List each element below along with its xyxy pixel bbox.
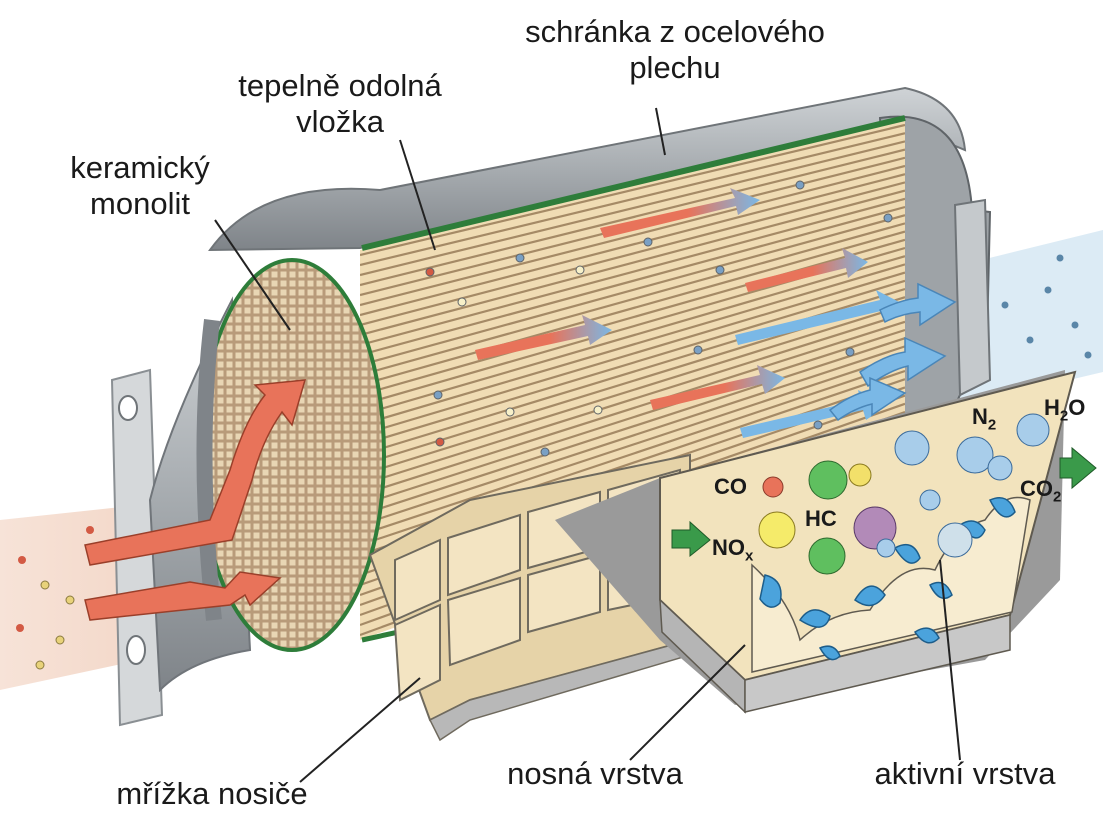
heat-insert-label-line2: vložka <box>205 104 475 140</box>
steel-case-label-line2: plechu <box>485 50 865 86</box>
outlet-flange <box>955 200 990 395</box>
h2o-label: H2O <box>1044 395 1085 424</box>
co2-label: CO2 <box>1020 476 1061 505</box>
outflow-arrow-icon <box>1060 448 1096 488</box>
carrier-layer-label: nosná vrstva <box>475 756 715 792</box>
heat-insert-label-line1: tepelně odolná <box>205 68 475 104</box>
co-label: CO <box>714 474 747 500</box>
steel-case-label: schránka z ocelového plechu <box>485 14 865 86</box>
active-layer-label: aktivní vrstva <box>835 756 1095 792</box>
ceramic-monolith-label-line2: monolit <box>40 186 240 222</box>
ceramic-monolith-label: keramický monolit <box>40 150 240 222</box>
ceramic-monolith-label-line1: keramický <box>40 150 240 186</box>
carrier-grid-label: mřížka nosiče <box>72 776 352 812</box>
n2-label: N2 <box>972 404 996 433</box>
hc-label: HC <box>805 506 837 532</box>
nox-label: NOx <box>712 535 753 564</box>
heat-insert-label: tepelně odolná vložka <box>205 68 475 140</box>
steel-case-label-line1: schránka z ocelového <box>485 14 865 50</box>
